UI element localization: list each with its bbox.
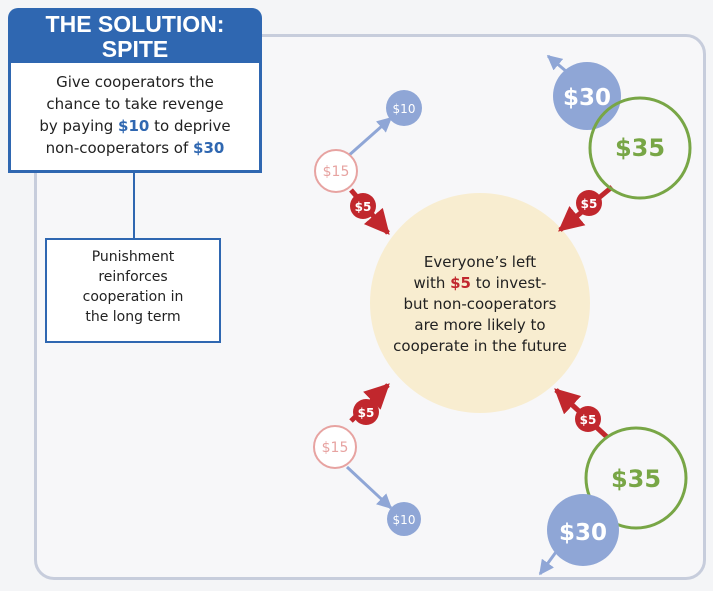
- noncoop-bottom-circle: [547, 494, 619, 566]
- note-line-1: Punishment: [91, 249, 175, 265]
- noncoop-arrow-top: [546, 54, 568, 74]
- noncoop-arrow-bottom: [538, 551, 558, 576]
- note-line-3: cooperation in: [82, 289, 184, 305]
- center-line-5: cooperate in the future: [393, 337, 567, 355]
- pay-top-label: $10: [393, 102, 416, 116]
- noncoop-top-label: $30: [563, 85, 611, 111]
- pay-bottom-circle: [387, 502, 421, 536]
- solution-title-line-1: THE SOLUTION:: [45, 11, 225, 37]
- badge-top-right-label: $5: [581, 197, 598, 211]
- description-line-4: non-cooperators of $30: [11, 137, 259, 159]
- center-line-3: but non-cooperators: [403, 295, 557, 313]
- holdings-top-circle: [588, 96, 692, 200]
- pay-arrow-bottom: [345, 465, 393, 510]
- description-line-4-prefix: non-cooperators of: [45, 139, 194, 157]
- description-line-1: Give cooperators the: [56, 73, 214, 91]
- cooperator-top-label: $15: [323, 164, 350, 180]
- description-line-3-prefix: by paying: [39, 117, 119, 135]
- center-line-2: with $5 to invest-: [368, 273, 592, 294]
- solution-description: Give cooperators the chance to take reve…: [8, 63, 262, 173]
- solution-title-line-2: SPITE: [101, 36, 169, 62]
- description-line-2: chance to take revenge: [46, 95, 224, 113]
- description-line-3: by paying $10 to deprive: [11, 115, 259, 137]
- pay-bottom-label: $10: [393, 513, 416, 527]
- note-line-2: reinforces: [98, 269, 168, 285]
- badge-bottom-left-label: $5: [358, 406, 375, 420]
- cooperator-top-circle: [314, 149, 358, 193]
- connector-line: [133, 173, 135, 238]
- center-line-2-suffix: to invest-: [470, 274, 547, 292]
- description-line-3-suffix: to deprive: [149, 117, 231, 135]
- badge-bottom-left-circle: [353, 399, 379, 425]
- badge-bottom-right-label: $5: [580, 413, 597, 427]
- badge-top-left-circle: [350, 193, 376, 219]
- cooperator-bottom-circle: [313, 425, 357, 469]
- holdings-top-label: $35: [615, 134, 665, 162]
- holdings-bottom-circle: [584, 426, 688, 530]
- center-line-2-prefix: with: [413, 274, 451, 292]
- badge-top-left-label: $5: [355, 200, 372, 214]
- noncoop-bottom-label: $30: [559, 520, 607, 546]
- center-invest-value: $5: [450, 274, 471, 292]
- note-line-4: the long term: [85, 309, 181, 325]
- center-circle: [370, 193, 590, 413]
- pay-arrow-top: [346, 116, 393, 159]
- punishment-note: Punishment reinforces cooperation in the…: [45, 238, 221, 343]
- description-pay-value: $10: [118, 117, 150, 135]
- badge-top-right-circle: [576, 190, 602, 216]
- holdings-bottom-label: $35: [611, 465, 661, 493]
- badge-bottom-right-circle: [575, 406, 601, 432]
- description-deprive-value: $30: [193, 139, 225, 157]
- cooperator-bottom-label: $15: [322, 440, 349, 456]
- center-explanation: Everyone’s left with $5 to invest- but n…: [368, 252, 592, 357]
- pay-top-circle: [386, 90, 422, 126]
- center-line-1: Everyone’s left: [423, 253, 537, 271]
- solution-title: THE SOLUTION: SPITE: [8, 8, 262, 64]
- center-line-4: are more likely to: [414, 316, 546, 334]
